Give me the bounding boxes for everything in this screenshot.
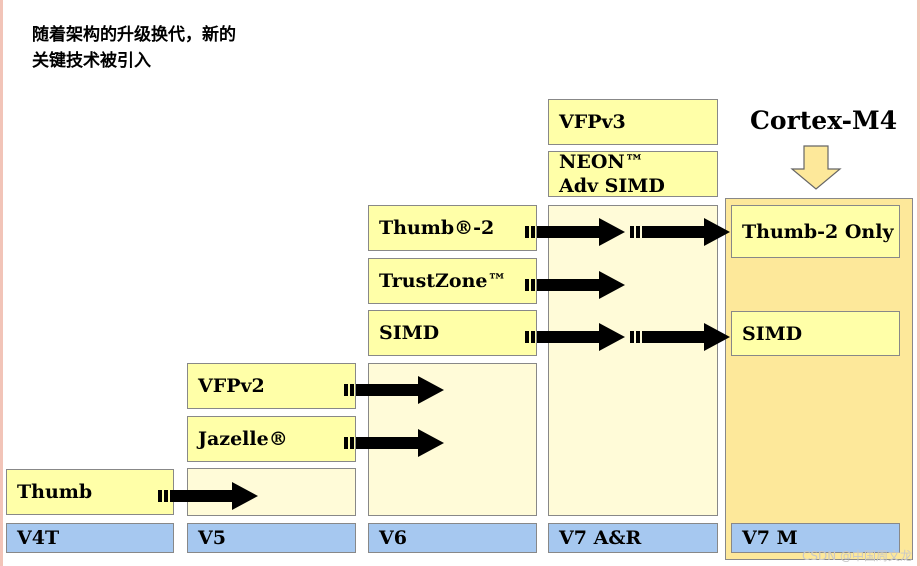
feature-thumb-label: Thumb bbox=[17, 481, 93, 503]
version-bar-v5: V5 bbox=[187, 523, 356, 553]
right-edge-stripe bbox=[917, 0, 920, 566]
version-label-v4t: V4T bbox=[17, 527, 60, 549]
feature-vfpv3: VFPv3 bbox=[548, 99, 718, 145]
v7m-panel bbox=[725, 198, 913, 560]
title-line-2: 关键技术被引入 bbox=[32, 51, 151, 71]
feature-jazelle-label: Jazelle® bbox=[198, 428, 288, 450]
arrow-thumb2-to-v7ar-icon bbox=[525, 218, 625, 246]
version-label-v5: V5 bbox=[198, 527, 226, 549]
feature-vfpv2: VFPv2 bbox=[187, 363, 356, 409]
arrow-simd-to-v7m-icon bbox=[630, 323, 730, 351]
left-edge-stripe bbox=[0, 0, 3, 566]
arrow-thumb2-to-v7m-icon bbox=[630, 218, 730, 246]
feature-thumb2: Thumb®-2 bbox=[368, 205, 537, 251]
version-label-v6: V6 bbox=[379, 527, 407, 549]
cortex-m4-label: Cortex-M4 bbox=[750, 106, 898, 135]
title-line-1: 随着架构的升级换代，新的 bbox=[32, 25, 236, 45]
feature-simd-v6-label: SIMD bbox=[379, 322, 440, 344]
feature-trustzone-label: TrustZone™ bbox=[379, 270, 507, 292]
feature-thumb2-only: Thumb-2 Only bbox=[731, 205, 900, 258]
cortex-down-arrow-icon bbox=[790, 145, 842, 190]
feature-thumb2-only-label: Thumb-2 Only bbox=[742, 220, 894, 243]
feature-simd-m-label: SIMD bbox=[742, 322, 803, 345]
v7ar-column bbox=[548, 205, 718, 516]
feature-vfpv2-label: VFPv2 bbox=[198, 375, 265, 397]
feature-neon-line2: Adv SIMD bbox=[559, 175, 665, 197]
feature-vfpv3-label: VFPv3 bbox=[559, 111, 626, 133]
arrow-thumb-to-v5-icon bbox=[158, 482, 258, 510]
version-bar-v4t: V4T bbox=[6, 523, 174, 553]
version-bar-v7ar: V7 A&R bbox=[548, 523, 718, 553]
feature-thumb2-label: Thumb®-2 bbox=[379, 217, 495, 239]
arrow-simd-to-v7ar-icon bbox=[525, 323, 625, 351]
version-label-v7m: V7 M bbox=[742, 527, 798, 549]
feature-thumb: Thumb bbox=[6, 469, 174, 515]
arrow-jazelle-to-v6-icon bbox=[344, 429, 444, 457]
version-bar-v7m: V7 M bbox=[731, 523, 900, 553]
feature-neon: NEON™ Adv SIMD bbox=[548, 151, 718, 197]
version-bar-v6: V6 bbox=[368, 523, 537, 553]
slide-title: 随着架构的升级换代，新的 关键技术被引入 bbox=[32, 22, 236, 74]
feature-trustzone: TrustZone™ bbox=[368, 258, 537, 304]
version-label-v7ar: V7 A&R bbox=[559, 527, 642, 549]
arrow-vfpv2-to-v6-icon bbox=[344, 376, 444, 404]
watermark: CSDN @中国周文龙 bbox=[801, 549, 912, 563]
feature-simd-v6: SIMD bbox=[368, 310, 537, 356]
arrow-trustzone-to-v7ar-icon bbox=[525, 271, 625, 299]
feature-simd-m: SIMD bbox=[731, 311, 900, 356]
feature-neon-line1: NEON™ bbox=[559, 151, 644, 173]
feature-jazelle: Jazelle® bbox=[187, 416, 356, 462]
